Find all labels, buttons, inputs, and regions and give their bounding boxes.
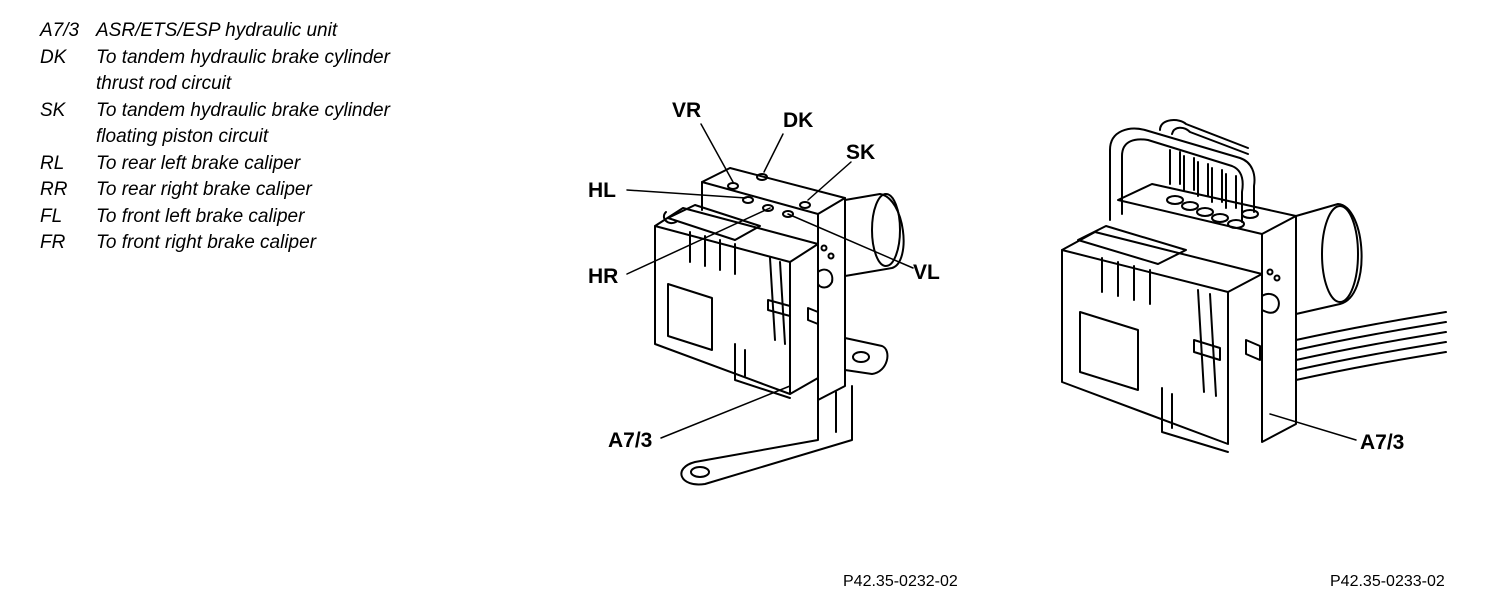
callout-hr: HR <box>588 265 619 288</box>
hydraulic-unit-left-drawing <box>654 167 905 486</box>
callout-dk: DK <box>783 109 814 132</box>
legend-item-rr: RR To rear right brake caliper <box>40 177 390 204</box>
legend-code: RL <box>40 152 65 174</box>
legend-description: To front right brake caliper <box>96 232 317 253</box>
legend-description: To rear left brake caliper <box>96 152 301 174</box>
callout-sk: SK <box>846 141 876 164</box>
leader-lines-left <box>626 123 914 439</box>
leader-lines-right <box>1269 413 1357 441</box>
legend-item-a73: A7/3 ASR/ETS/ESP hydraulic unit <box>40 18 390 45</box>
callout-a73-right: A7/3 <box>1360 431 1405 454</box>
figure-reference-left: P42.35-0232-02 <box>843 573 958 590</box>
legend-code: FR <box>40 232 66 253</box>
callout-vl: VL <box>913 261 940 284</box>
legend-code: RR <box>40 179 68 200</box>
callout-hl: HL <box>588 179 616 202</box>
legend-code: A7/3 <box>40 20 80 41</box>
callout-vr: VR <box>672 99 702 122</box>
legend-item-rl: RL To rear left brake caliper <box>40 151 390 178</box>
legend-description: To tandem hydraulic brake cylinder float… <box>96 99 390 148</box>
callout-a73-left: A7/3 <box>608 429 653 452</box>
legend-description: To tandem hydraulic brake cylinder thrus… <box>96 46 390 95</box>
legend-item-fr: FR To front right brake caliper <box>40 230 390 257</box>
legend-description: To rear right brake caliper <box>96 179 312 200</box>
legend-description: To front left brake caliper <box>96 205 305 227</box>
figure-reference-right: P42.35-0233-02 <box>1330 573 1445 590</box>
legend-item-fl: FL To front left brake caliper <box>40 204 390 231</box>
legend-code: SK <box>40 99 66 121</box>
hydraulic-unit-right-drawing <box>1061 119 1447 453</box>
legend-code: DK <box>40 46 67 68</box>
legend-description: ASR/ETS/ESP hydraulic unit <box>96 20 338 41</box>
legend-item-dk: DK To tandem hydraulic brake cylinder th… <box>40 45 390 98</box>
legend-code: FL <box>40 205 63 227</box>
legend-item-sk: SK To tandem hydraulic brake cylinder fl… <box>40 98 390 151</box>
legend: A7/3 ASR/ETS/ESP hydraulic unit DK To ta… <box>40 18 390 257</box>
